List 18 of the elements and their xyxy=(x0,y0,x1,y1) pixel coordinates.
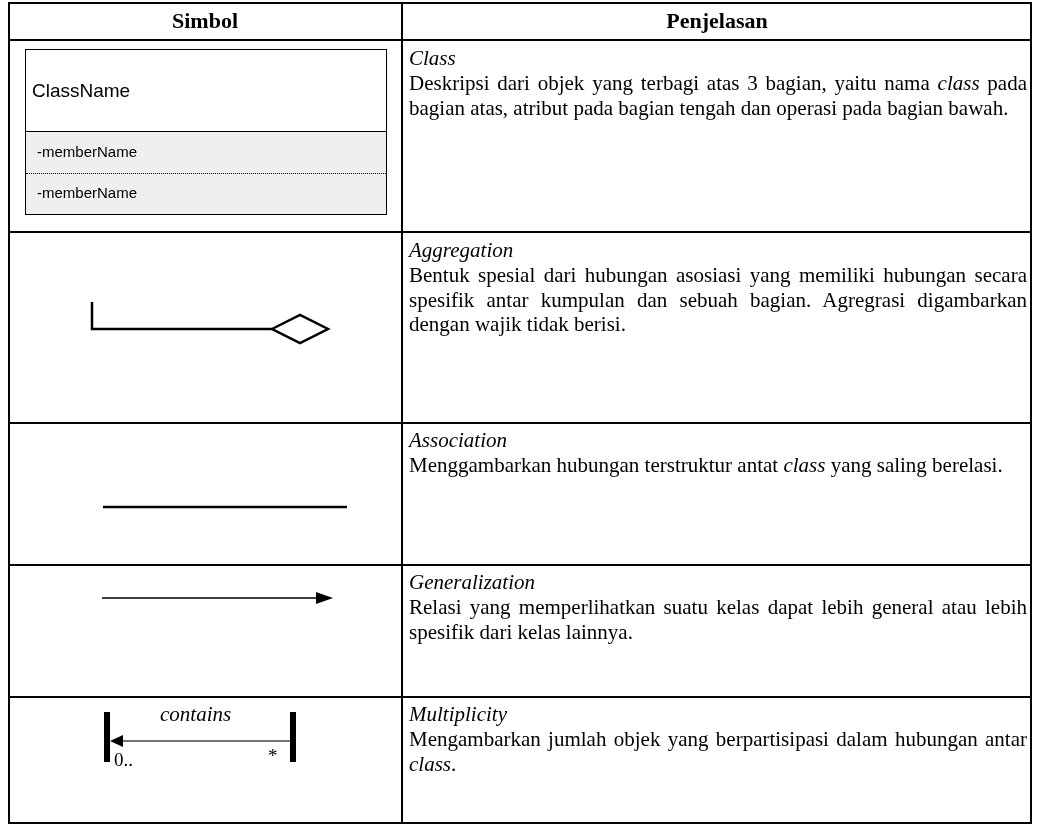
column-header: Penjelasan xyxy=(665,8,769,34)
multiplicity-value: * xyxy=(268,744,278,768)
description-text: Mengambarkan jumlah objek yang berpartisipasi dalam hubungan antar class. xyxy=(409,727,1027,776)
row-heading: Class xyxy=(409,46,457,70)
row-heading: Aggregation xyxy=(409,238,515,262)
row-heading: Association xyxy=(409,428,508,452)
description-text: Menggambarkan hubungan terstruktur antat class yang saling berelasi. xyxy=(409,453,1004,478)
association-name: contains xyxy=(160,702,232,726)
operation-text: -memberName xyxy=(37,184,139,201)
column-header: Simbol xyxy=(171,8,239,34)
description-text: Bentuk spesial dari hubungan asosiasi yang memiliki hubungan secara spesifik antar kumpulan dan sebuah bagian. Agregrasi digambarkan dengan wajik tidak berisi. xyxy=(409,263,1027,337)
row-heading: Multiplicity xyxy=(409,702,508,726)
attribute-text: -memberName xyxy=(37,143,139,160)
multiplicity-value: 0.. xyxy=(114,748,133,772)
row-heading: Generalization xyxy=(409,570,536,594)
description-text: Deskripsi dari objek yang terbagi atas 3 bagian, yaitu nama class pada bagian atas, atribut pada bagian tengah dan operasi pada bagian bawah. xyxy=(409,71,1027,120)
class-name-text: ClassName xyxy=(32,80,132,102)
description-text: Relasi yang memperlihatkan suatu kelas dapat lebih general atau lebih spesifik dari kelas lainnya. xyxy=(409,595,1027,644)
